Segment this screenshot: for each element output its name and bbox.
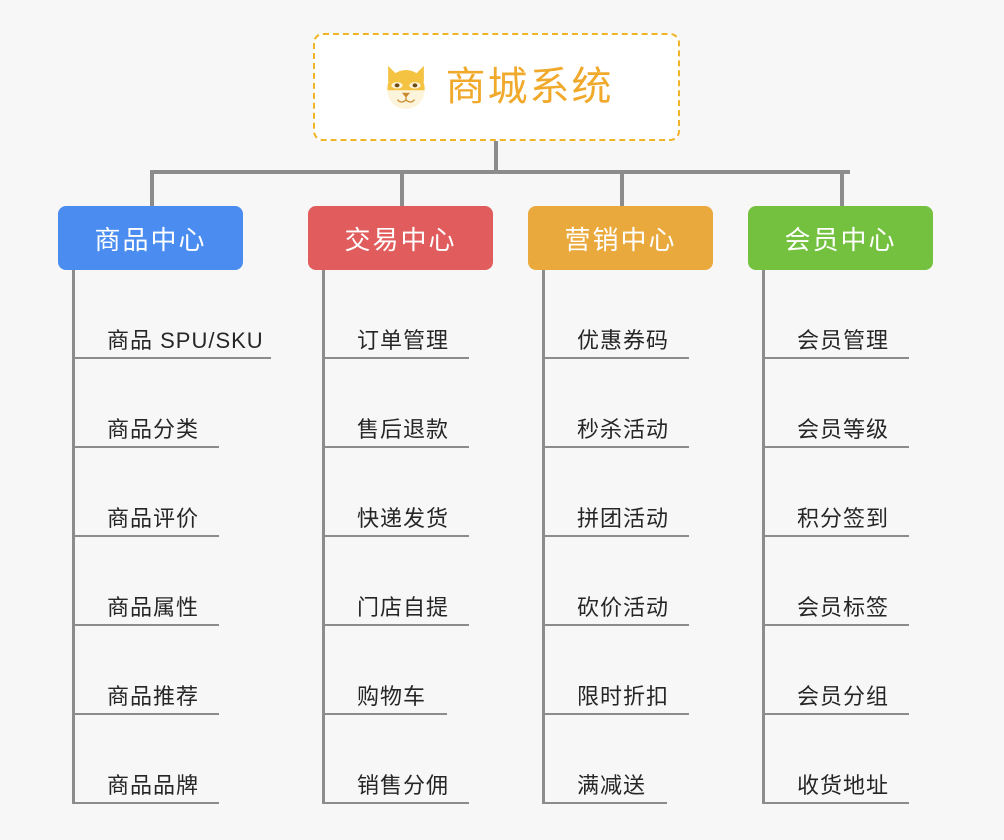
list-item[interactable]: 商品品牌 [75,715,272,804]
list-item[interactable]: 优惠券码 [545,270,742,359]
connector-bus-bar [150,170,850,174]
leaf-list-3: 会员管理 会员等级 积分签到 会员标签 会员分组 收货地址 [762,270,962,804]
list-item-label: 订单管理 [357,327,450,353]
category-header-1[interactable]: 交易中心 [308,206,493,270]
list-item-label: 收货地址 [797,772,890,798]
list-item[interactable]: 会员管理 [765,270,962,359]
category-header-2[interactable]: 营销中心 [528,206,713,270]
list-item[interactable]: 收货地址 [765,715,962,804]
list-item-label: 限时折扣 [577,683,670,709]
connector-drop-line [840,170,844,208]
category-header-0[interactable]: 商品中心 [58,206,243,270]
shiba-dog-face-icon [386,65,425,109]
list-item-label: 快递发货 [357,505,450,531]
list-item[interactable]: 拼团活动 [545,448,742,537]
list-item[interactable]: 限时折扣 [545,626,742,715]
list-item[interactable]: 满减送 [545,715,742,804]
root-title: 商城系统 [445,65,614,109]
list-item-label: 优惠券码 [577,327,670,353]
list-item[interactable]: 商品推荐 [75,626,272,715]
list-item[interactable]: 售后退款 [325,359,522,448]
list-item[interactable]: 积分签到 [765,448,962,537]
list-item[interactable]: 商品 SPU/SKU [75,270,272,359]
category-header-3[interactable]: 会员中心 [748,206,933,270]
list-item-label: 商品 SPU/SKU [107,327,264,353]
list-item-label: 会员标签 [797,594,890,620]
connector-drop-line [620,170,624,208]
list-item[interactable]: 购物车 [325,626,522,715]
list-item-label: 购物车 [357,683,427,709]
connector-root-stub [494,141,498,172]
list-item-label: 商品分类 [107,416,200,442]
list-item-label: 会员管理 [797,327,890,353]
list-item-label: 积分签到 [797,505,890,531]
list-item[interactable]: 快递发货 [325,448,522,537]
list-item[interactable]: 商品分类 [75,359,272,448]
list-item[interactable]: 会员分组 [765,626,962,715]
list-item[interactable]: 销售分佣 [325,715,522,804]
list-item[interactable]: 会员等级 [765,359,962,448]
list-item-label: 商品推荐 [107,683,200,709]
list-item-label: 售后退款 [357,416,450,442]
list-item-label: 砍价活动 [577,594,670,620]
list-item-label: 商品属性 [107,594,200,620]
list-item-label: 商品品牌 [107,772,200,798]
leaf-list-1: 订单管理 售后退款 快递发货 门店自提 购物车 销售分佣 [322,270,522,804]
list-item[interactable]: 订单管理 [325,270,522,359]
list-item-label: 拼团活动 [577,505,670,531]
list-item[interactable]: 会员标签 [765,537,962,626]
root-node[interactable]: 商城系统 [313,33,680,141]
connector-drop-line [150,170,154,208]
list-item-label: 销售分佣 [357,772,450,798]
list-item-label: 商品评价 [107,505,200,531]
leaf-list-0: 商品 SPU/SKU 商品分类 商品评价 商品属性 商品推荐 商品品牌 [72,270,272,804]
list-item[interactable]: 秒杀活动 [545,359,742,448]
list-item-label: 会员分组 [797,683,890,709]
list-item[interactable]: 商品属性 [75,537,272,626]
connector-drop-line [400,170,404,208]
list-item-label: 满减送 [577,772,647,798]
list-item-label: 会员等级 [797,416,890,442]
list-item-label: 秒杀活动 [577,416,670,442]
list-item[interactable]: 商品评价 [75,448,272,537]
list-item-label: 门店自提 [357,594,450,620]
list-item[interactable]: 砍价活动 [545,537,742,626]
leaf-list-2: 优惠券码 秒杀活动 拼团活动 砍价活动 限时折扣 满减送 [542,270,742,804]
list-item[interactable]: 门店自提 [325,537,522,626]
